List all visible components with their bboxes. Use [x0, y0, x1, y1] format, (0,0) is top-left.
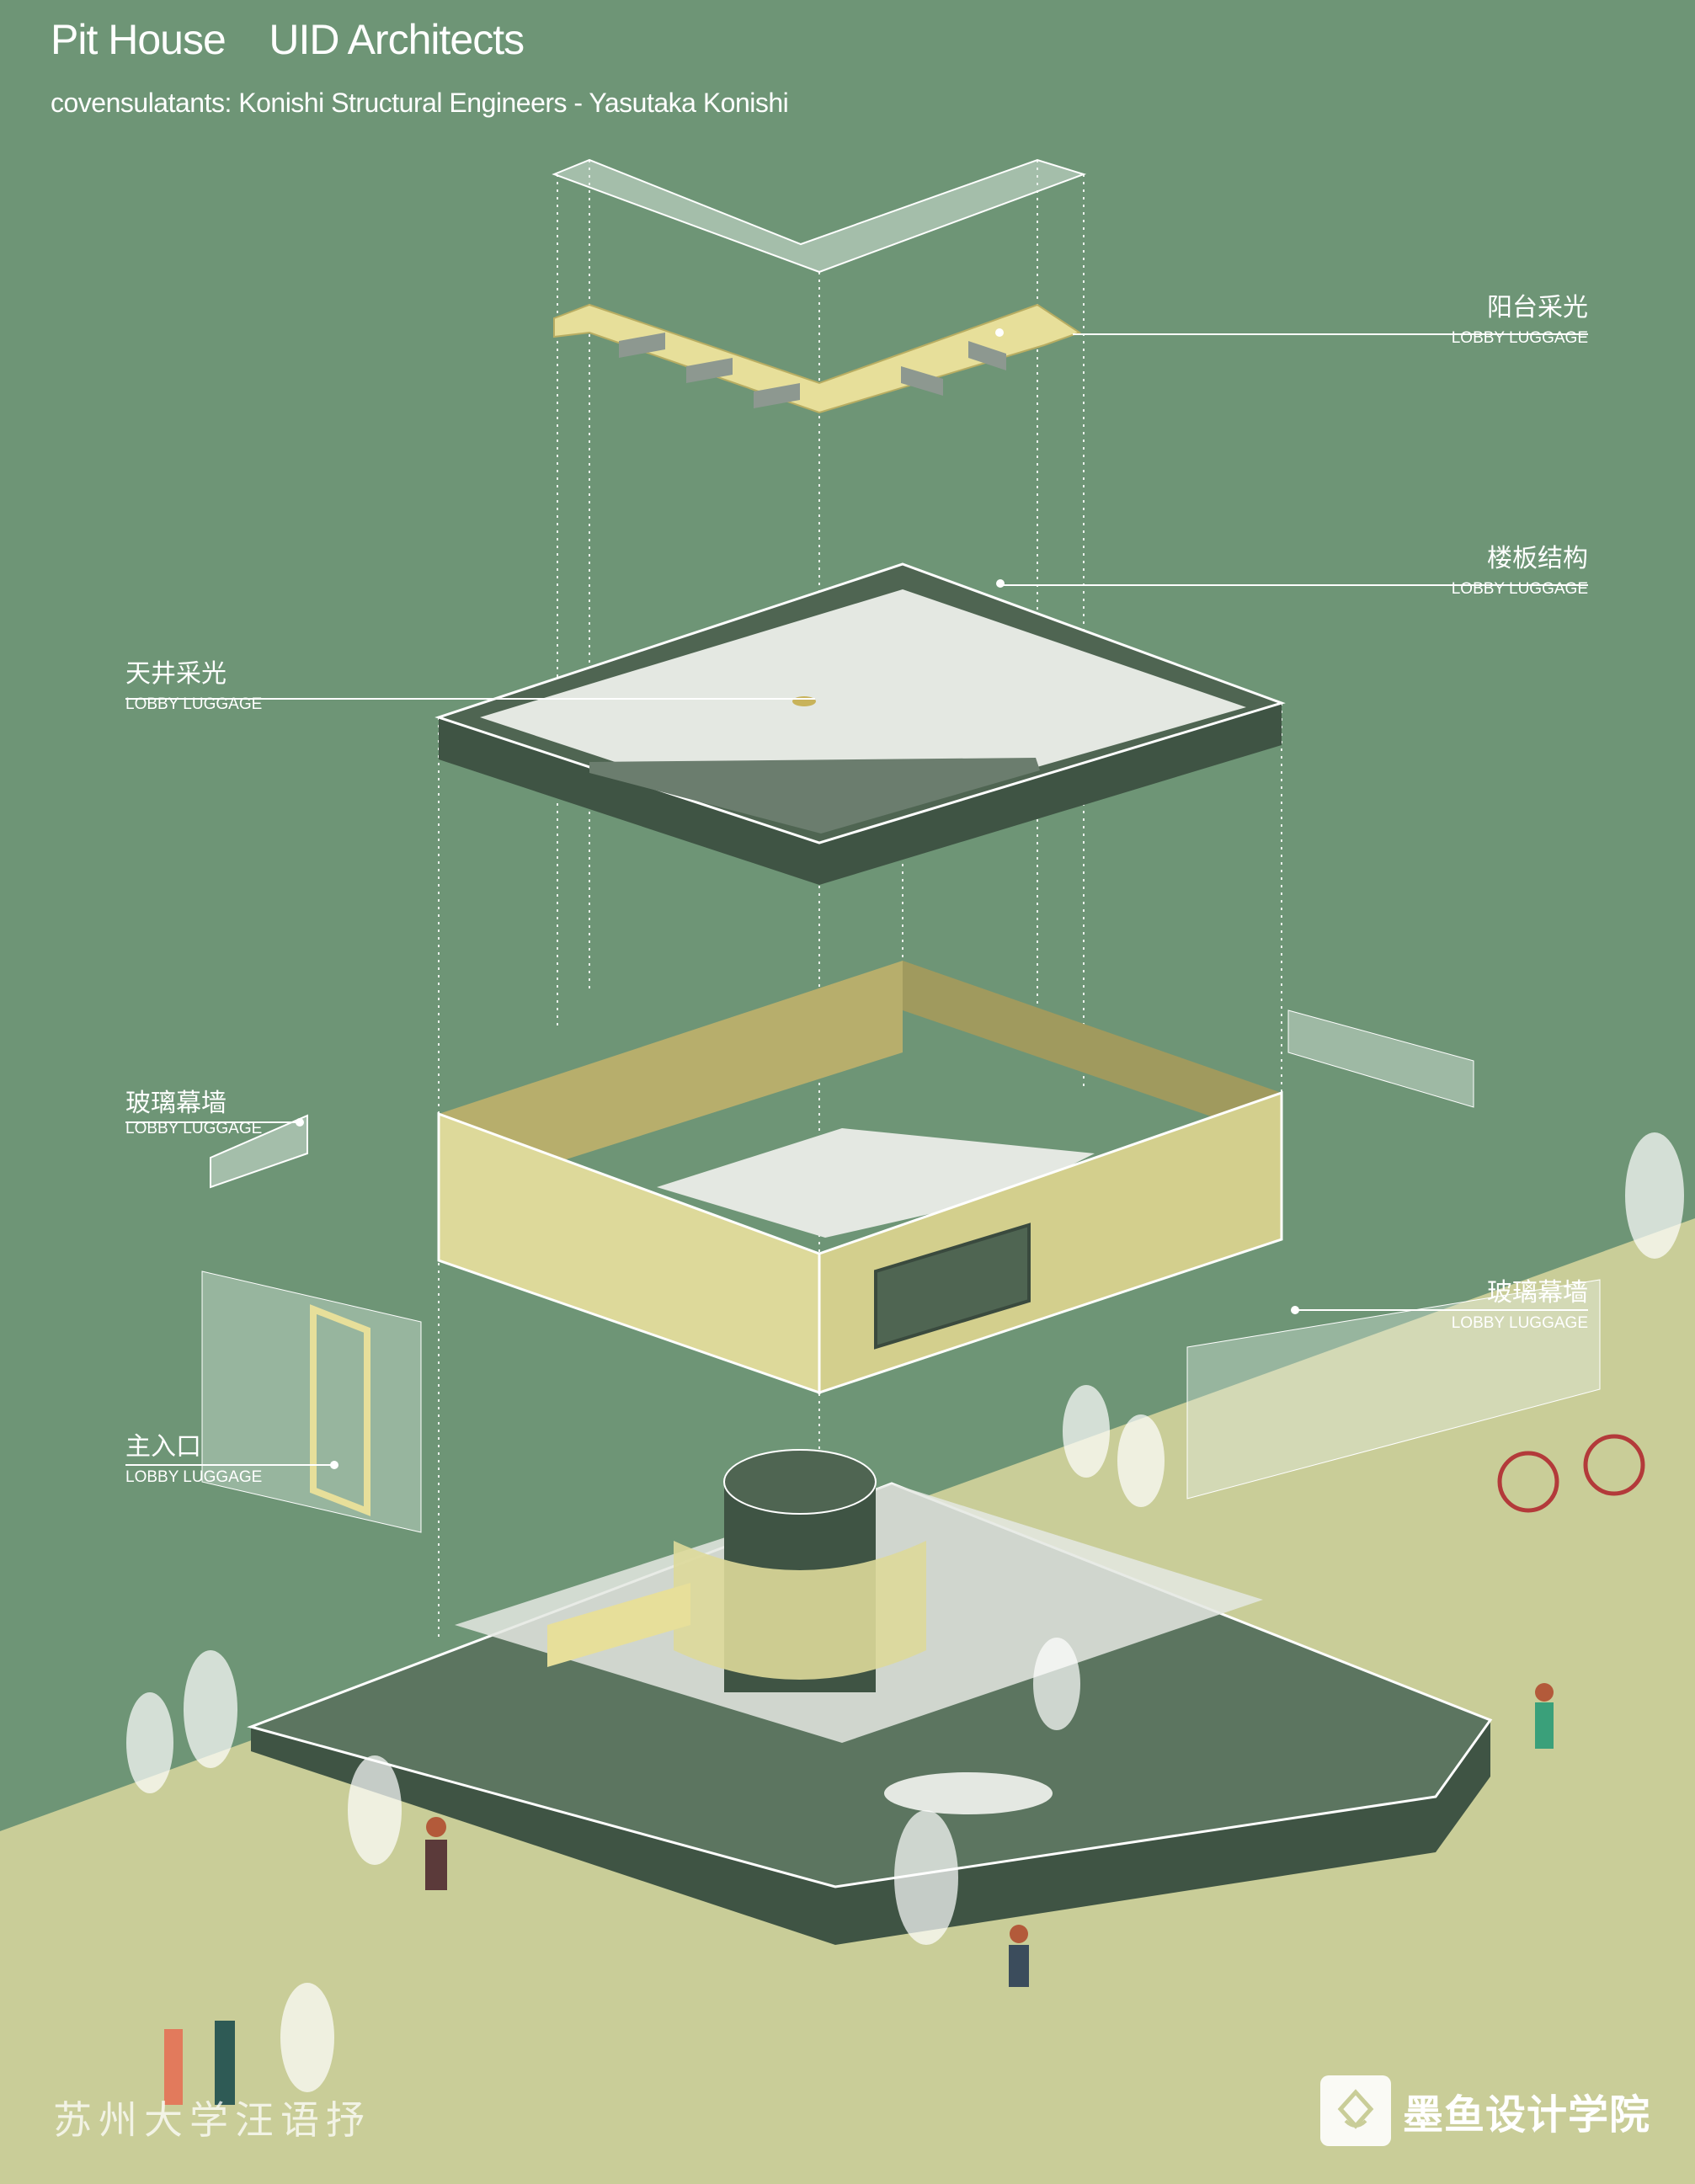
label-en: LOBBY LUGGAGE — [1451, 329, 1588, 347]
label-cn: 阳台采光 — [1487, 293, 1588, 322]
page-title: Pit House UID Architects — [51, 16, 525, 63]
back-wall-left — [439, 961, 903, 1179]
yellow-curved-wall — [674, 1541, 926, 1680]
label-main-entrance: 主入口 LOBBY LUGGAGE — [125, 1432, 262, 1488]
label-cn: 主入口 — [125, 1432, 201, 1462]
label-en: LOBBY LUGGAGE — [1451, 580, 1588, 598]
leader-lines — [125, 333, 1588, 1466]
label-cn: 楼板结构 — [1487, 544, 1588, 573]
window-opening — [874, 1223, 1031, 1350]
trees — [126, 1132, 1684, 2092]
logo-text: 墨鱼设计学院 — [1403, 2091, 1651, 2139]
skylight-opening — [589, 758, 1040, 834]
entrance-door-frame — [310, 1304, 370, 1516]
label-en: LOBBY LUGGAGE — [1451, 1314, 1588, 1332]
glass-curtain-wall-right — [1287, 1009, 1474, 1108]
leader-dots — [296, 1118, 1299, 1469]
label-en: LOBBY LUGGAGE — [125, 1120, 263, 1137]
label-en: LOBBY LUGGAGE — [125, 1468, 263, 1486]
glass-curtain-wall-lower-right — [1186, 1279, 1601, 1500]
label-cn: 天井采光 — [125, 659, 227, 689]
sunken-court — [884, 1772, 1053, 1814]
logo: 墨鱼设计学院 — [1320, 2075, 1650, 2146]
label-glass-curtain-wall-right: 玻璃幕墙 LOBBY LUGGAGE — [1335, 1278, 1588, 1334]
ground-floor-side — [251, 1720, 1490, 1945]
label-glass-curtain-wall-left: 玻璃幕墙 LOBBY LUGGAGE — [125, 1089, 262, 1139]
interior-floor — [657, 1128, 1095, 1238]
label-cn: 玻璃幕墙 — [1487, 1278, 1588, 1308]
slab-side — [439, 703, 1282, 885]
label-cn: 玻璃幕墙 — [125, 1089, 227, 1118]
cylinder-top — [723, 1449, 877, 1515]
label-skylight: 天井采光 LOBBY LUGGAGE — [125, 659, 262, 715]
glass-curtain-wall-left — [210, 1114, 308, 1189]
skylight-marker — [792, 696, 816, 706]
label-en: LOBBY LUGGAGE — [125, 695, 263, 713]
roof-glass-panel — [552, 158, 1087, 274]
people — [164, 1434, 1645, 2105]
consultants-subtitle: covensulatants: Konishi Structural Engin… — [51, 88, 789, 118]
squid-logo-icon — [1320, 2075, 1391, 2146]
leader-dot — [996, 579, 1005, 588]
leader-dot — [995, 328, 1004, 337]
label-floor-structure: 楼板结构 LOBBY LUGGAGE — [1335, 544, 1588, 599]
back-wall-right — [903, 961, 1282, 1120]
bookshelf — [547, 1583, 690, 1667]
author-watermark: 苏州大学汪语抒 — [53, 2097, 371, 2143]
label-balcony-lighting: 阳台采光 LOBBY LUGGAGE — [1335, 293, 1588, 349]
beam-ribs — [619, 333, 1006, 408]
